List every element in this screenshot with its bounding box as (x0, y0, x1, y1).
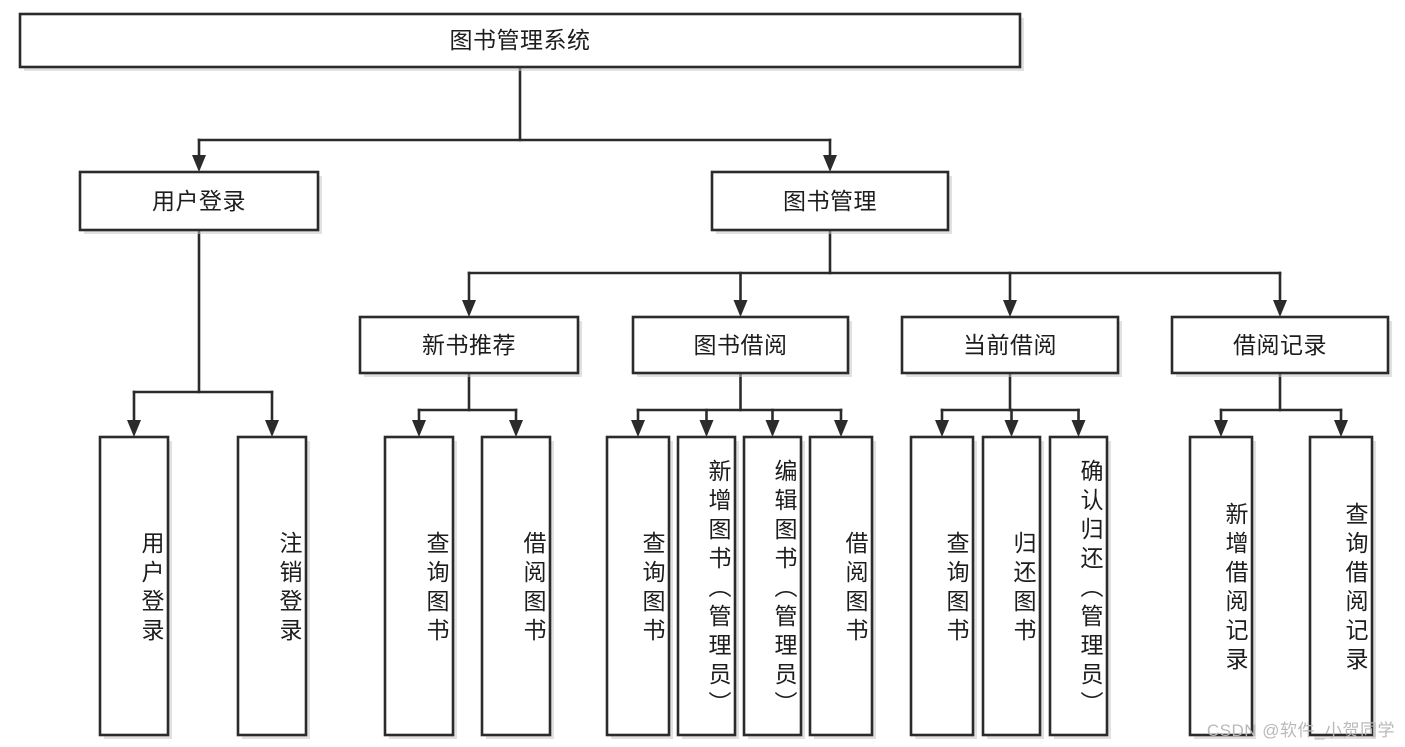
node-box-leaf-user-login[interactable] (98, 435, 170, 737)
node-box-current-borrow[interactable] (900, 315, 1120, 375)
node-box-book-manage[interactable] (710, 170, 950, 232)
node-box-leaf-user-logout[interactable] (236, 435, 308, 737)
arrow-head-icon (1334, 420, 1348, 437)
node-box-leaf-query-book-rec[interactable] (383, 435, 455, 737)
csdn-watermark: CSDN @软件_小贺同学 (1206, 721, 1395, 740)
arrow-head-icon (733, 300, 748, 317)
arrow-head-icon (631, 420, 645, 437)
arrow-head-icon (765, 420, 780, 437)
node-box-leaf-borrow-book[interactable] (808, 435, 874, 737)
arrow-head-icon (935, 420, 949, 437)
arrow-head-icon (1071, 420, 1086, 437)
node-box-book-borrow[interactable] (631, 315, 850, 375)
arrow-head-icon (462, 300, 476, 317)
arrow-head-icon (127, 420, 141, 437)
node-box-new-book-rec[interactable] (358, 315, 580, 375)
node-box-leaf-add-book[interactable] (676, 435, 737, 737)
node-box-user-login[interactable] (78, 170, 320, 232)
node-box-leaf-return-book[interactable] (981, 435, 1042, 737)
node-box-leaf-add-record[interactable] (1188, 435, 1254, 737)
arrow-head-icon (1273, 300, 1287, 317)
arrow-head-icon (823, 155, 837, 172)
arrow-head-icon (265, 420, 279, 437)
arrow-head-icon (412, 420, 426, 437)
node-box-leaf-edit-book[interactable] (742, 435, 803, 737)
arrow-head-icon (1214, 420, 1228, 437)
node-box-borrow-record[interactable] (1170, 315, 1390, 375)
node-box-leaf-borrow-book-rec[interactable] (480, 435, 552, 737)
arrow-head-icon (1003, 300, 1017, 317)
node-box-root[interactable] (18, 12, 1022, 69)
arrow-head-icon (509, 420, 523, 437)
node-box-leaf-confirm-return[interactable] (1048, 435, 1109, 737)
arrow-head-icon (192, 155, 206, 172)
node-box-leaf-query-record[interactable] (1308, 435, 1374, 737)
arrow-head-icon (699, 420, 714, 437)
node-box-leaf-query-book-cur[interactable] (909, 435, 975, 737)
node-box-leaf-query-book-borrow[interactable] (605, 435, 671, 737)
arrow-head-icon (1004, 420, 1019, 437)
arrow-head-icon (834, 420, 848, 437)
